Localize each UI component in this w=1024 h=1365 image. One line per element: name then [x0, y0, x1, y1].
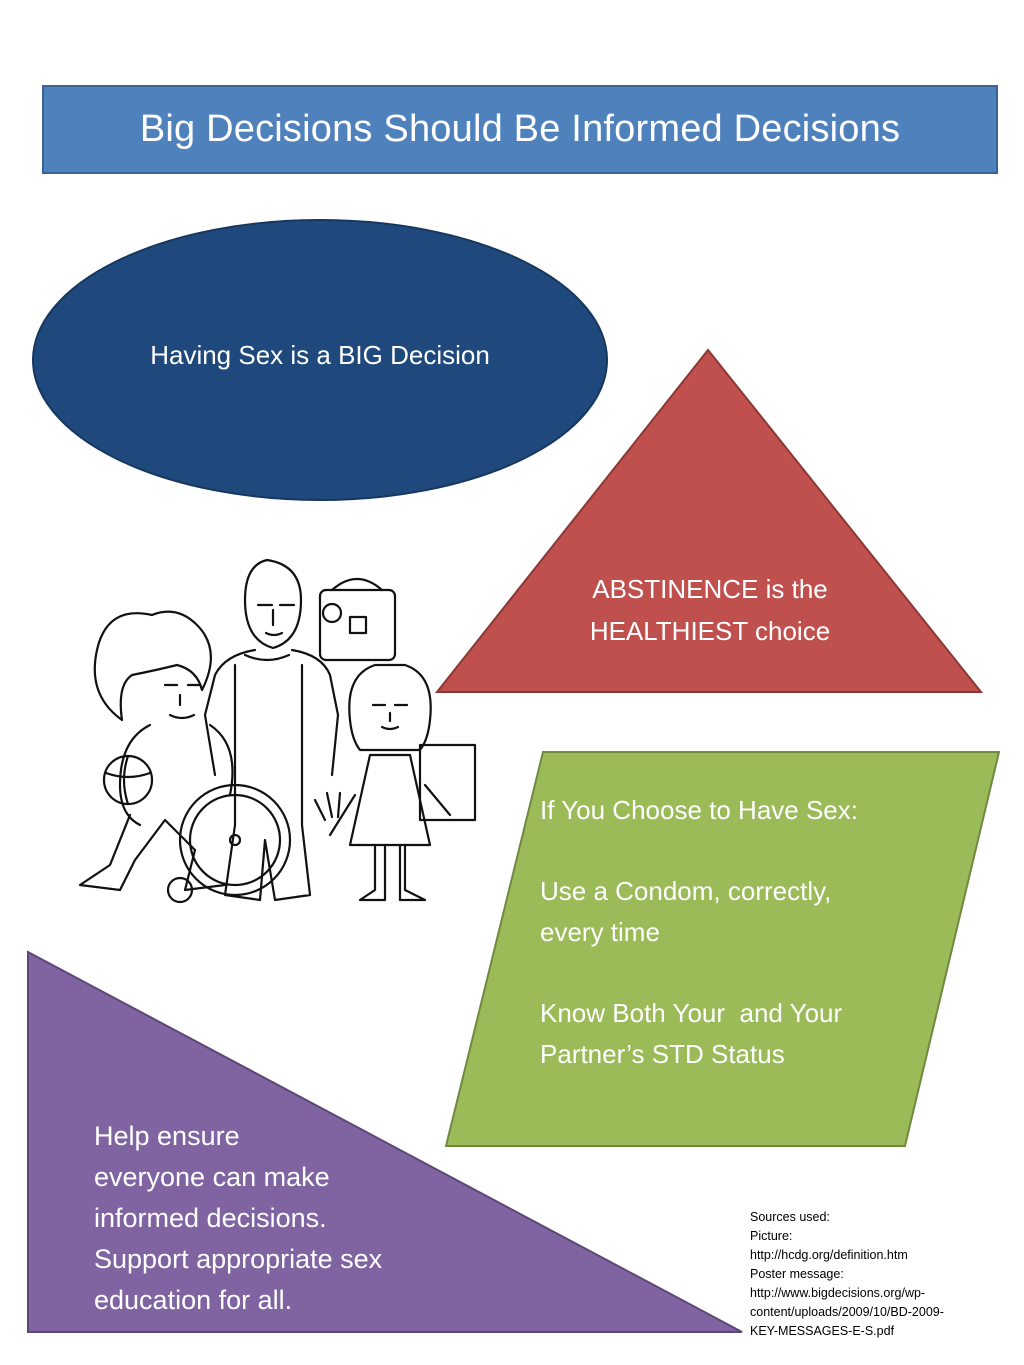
sources-message-link-2[interactable]: content/uploads/2009/10/BD-2009-: [750, 1305, 944, 1319]
wheelchair-person-figure: [78, 610, 292, 904]
sources-line-4: Poster message:: [750, 1267, 844, 1281]
abstinence-line-1: ABSTINENCE is the: [592, 574, 828, 604]
abstinence-line-2: HEALTHIEST choice: [589, 616, 831, 646]
ellipse-message: Having Sex is a BIG Decision: [150, 340, 490, 370]
support-line-2: everyone can make: [94, 1162, 330, 1192]
safe-sex-message: If You Choose to Have Sex: Use a Condom,…: [540, 790, 920, 1075]
big-decision-ellipse: [32, 219, 608, 501]
wheel-icon: [178, 783, 292, 897]
condom-line-1: Use a Condom, correctly,: [540, 876, 832, 906]
abstinence-message: ABSTINENCE is the HEALTHIEST choice: [560, 568, 860, 652]
sources-message-link-3[interactable]: KEY-MESSAGES-E-S.pdf: [750, 1324, 895, 1338]
page-title: Big Decisions Should Be Informed Decisio…: [139, 108, 901, 150]
sources-line-1: Sources used:: [750, 1210, 830, 1224]
support-line-5: education for all.: [94, 1285, 293, 1315]
support-education-message: Help ensure everyone can make informed d…: [94, 1116, 454, 1321]
man-figure: [203, 558, 340, 902]
condom-parallelogram: [444, 751, 1001, 1147]
support-line-3: informed decisions.: [94, 1203, 327, 1233]
std-status-line-2: Partner’s STD Status: [540, 1039, 785, 1069]
safe-sex-heading: If You Choose to Have Sex:: [540, 795, 858, 825]
support-line-4: Support appropriate sex: [94, 1244, 383, 1274]
basketball-icon: [102, 754, 154, 806]
sources-line-2: Picture:: [750, 1229, 793, 1243]
sources-picture-link[interactable]: http://hcdg.org/definition.htm: [750, 1248, 908, 1262]
support-line-1: Help ensure: [94, 1121, 240, 1151]
girl-figure: [313, 663, 477, 902]
abstinence-triangle: [434, 348, 984, 693]
sign-board-icon: [418, 743, 477, 822]
boombox-icon: [318, 588, 397, 662]
condom-line-2: every time: [540, 917, 660, 947]
std-status-line-1: Know Both Your and Your: [540, 998, 843, 1028]
title-banner: Big Decisions Should Be Informed Decisio…: [42, 85, 998, 174]
sources-message-link-1[interactable]: http://www.bigdecisions.org/wp-: [750, 1286, 926, 1300]
sources-block: Sources used: Picture: http://hcdg.org/d…: [750, 1208, 1000, 1341]
support-education-triangle: [27, 950, 743, 1333]
people-illustration: [78, 558, 477, 904]
